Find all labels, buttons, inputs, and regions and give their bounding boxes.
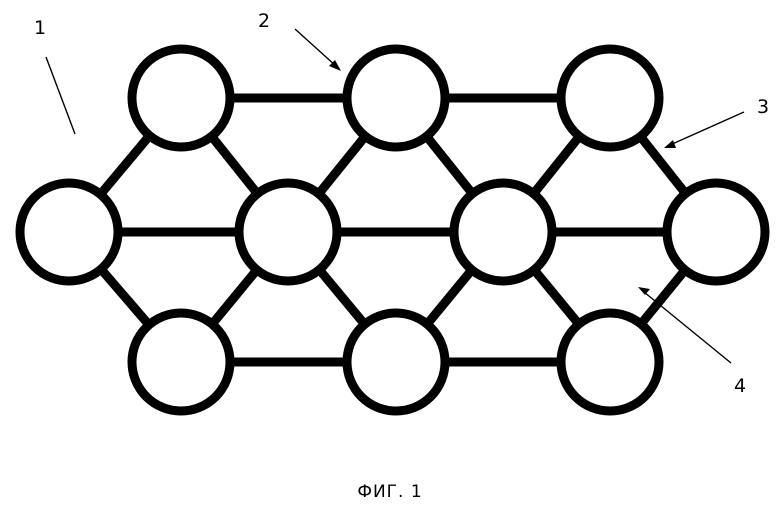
leader-arrowhead-4 bbox=[638, 287, 650, 295]
node-mid-3 bbox=[454, 183, 552, 281]
ref-label-3: 3 bbox=[757, 96, 769, 118]
node-mid-2 bbox=[239, 183, 337, 281]
node-bot-1 bbox=[132, 313, 230, 411]
node-bot-3 bbox=[561, 313, 659, 411]
leader-line-3 bbox=[670, 112, 744, 145]
node-top-3 bbox=[561, 49, 659, 147]
leader-line-1 bbox=[46, 57, 75, 134]
leader-line-2 bbox=[295, 29, 336, 66]
node-top-2 bbox=[347, 49, 445, 147]
node-mid-1 bbox=[20, 183, 118, 281]
node-mid-4 bbox=[667, 183, 765, 281]
ref-label-1: 1 bbox=[34, 17, 46, 39]
node-bot-2 bbox=[347, 313, 445, 411]
figure-caption: ФИГ. 1 bbox=[0, 482, 780, 502]
leader-arrowhead-3 bbox=[664, 140, 676, 148]
node-top-1 bbox=[132, 49, 230, 147]
ref-label-2: 2 bbox=[258, 10, 270, 32]
ref-label-4: 4 bbox=[734, 375, 746, 397]
